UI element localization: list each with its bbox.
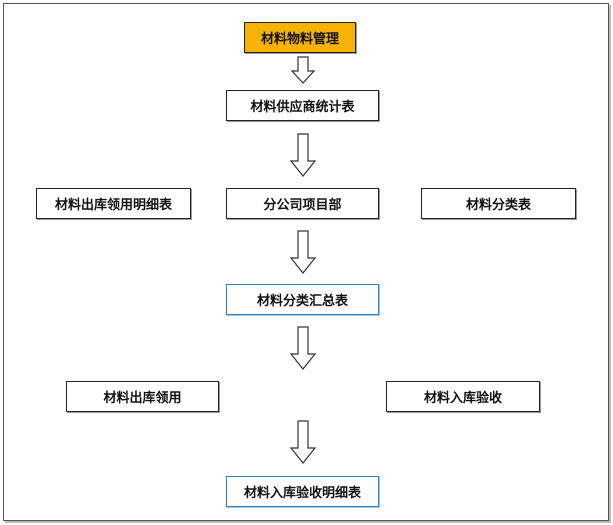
- node-category-summary: 材料分类汇总表: [226, 284, 379, 315]
- node-supplier-stats: 材料供应商统计表: [226, 90, 379, 121]
- arrow-down-1: [290, 56, 316, 84]
- arrow-down-3: [289, 230, 317, 274]
- node-outbound-detail: 材料出库领用明细表: [36, 188, 191, 219]
- node-branch-project: 分公司项目部: [226, 188, 379, 219]
- arrow-down-2: [289, 133, 317, 177]
- arrow-down-5: [289, 420, 317, 464]
- node-category-table: 材料分类表: [421, 188, 576, 219]
- node-material-management: 材料物料管理: [244, 22, 356, 53]
- arrow-down-4: [289, 326, 317, 370]
- node-inbound-detail: 材料入库验收明细表: [226, 476, 379, 507]
- node-inbound-check: 材料入库验收: [386, 381, 540, 412]
- node-outbound: 材料出库领用: [66, 381, 219, 412]
